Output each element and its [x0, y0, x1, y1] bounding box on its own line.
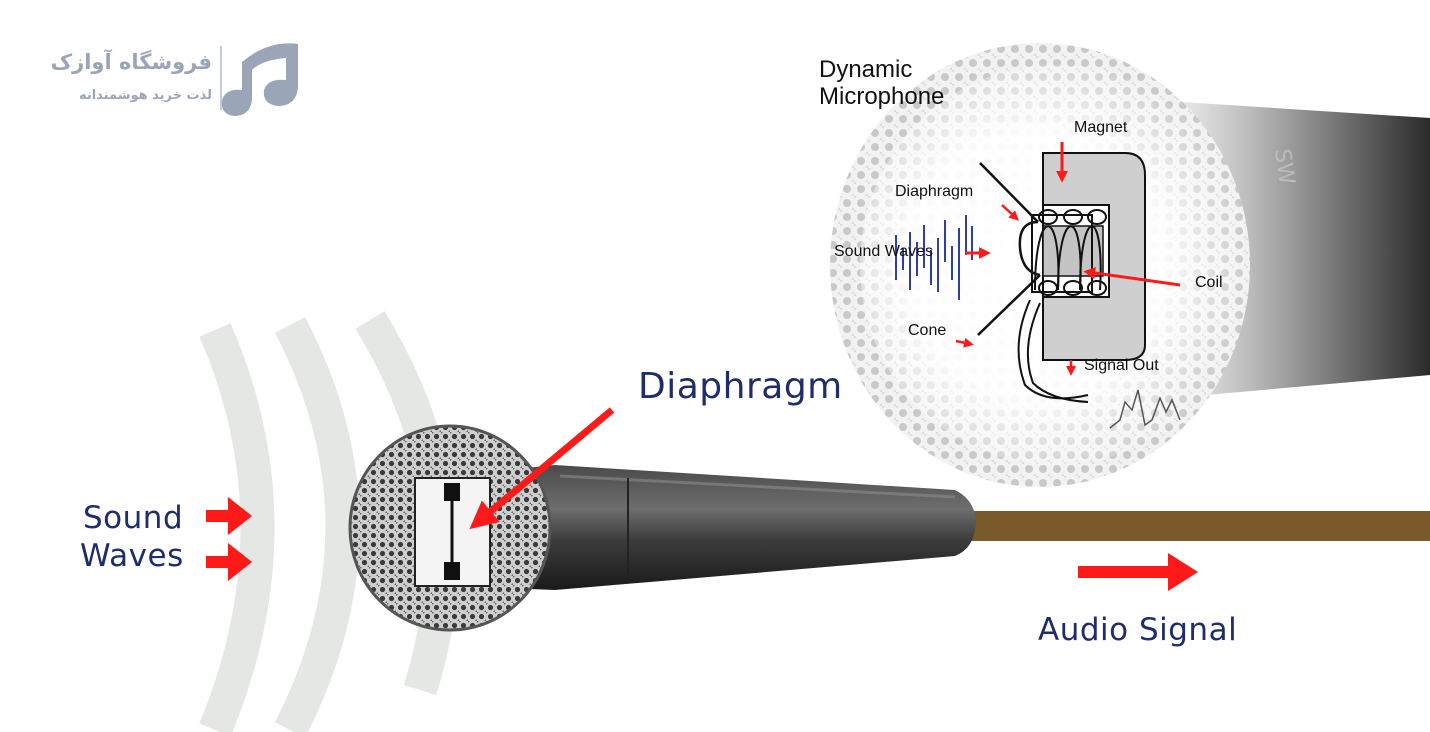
audio-signal-arrow: [1078, 553, 1198, 591]
inset-diaphragm-cone: [977, 162, 1041, 336]
coil-pointer-arrow: [1083, 267, 1181, 287]
audio-cable: [965, 511, 1430, 541]
diaphragm-box: [414, 477, 491, 587]
inset-title-line1: Dynamic: [819, 56, 913, 83]
cone-pointer-arrow: [955, 337, 974, 348]
music-note-icon: [220, 43, 298, 116]
inset-title: Dynamic Microphone: [819, 56, 944, 110]
sound-waves-label-line1: Sound: [83, 500, 184, 536]
svg-text:SW: SW: [1269, 147, 1299, 186]
diaphragm-pointer-arrow: [469, 407, 615, 530]
cone-label: Cone: [908, 322, 947, 339]
magnet-label: Magnet: [1074, 119, 1128, 136]
incoming-waveform: [895, 215, 973, 300]
logo-tagline: لذت خرید هوشمندانه: [78, 88, 212, 103]
inset-diaphragm-pointer-arrow: [1001, 204, 1019, 221]
red-arrows: [206, 497, 1198, 591]
signal-wires: [1017, 299, 1089, 403]
inset-sound-waves-label: Sound Waves: [834, 243, 934, 260]
audio-signal-label: Audio Signal: [1038, 612, 1238, 648]
microphone-body: [505, 465, 976, 590]
inset-title-line2: Microphone: [819, 83, 945, 110]
diaphragm-label: Diaphragm: [638, 366, 843, 407]
signal-out-label: Signal Out: [1084, 357, 1159, 374]
coil-label: Coil: [1195, 274, 1223, 291]
output-waveform: [1109, 389, 1181, 429]
sound-arrow-1: [206, 497, 252, 535]
sound-arrow-2: [206, 543, 252, 581]
coil: [1031, 209, 1107, 296]
pointer-arrows: [469, 142, 1181, 530]
sound-waves-label-line2: Waves: [80, 538, 184, 574]
logo-name: فروشگاه آوازک: [50, 50, 212, 74]
inset-diaphragm-label: Diaphragm: [895, 183, 974, 200]
